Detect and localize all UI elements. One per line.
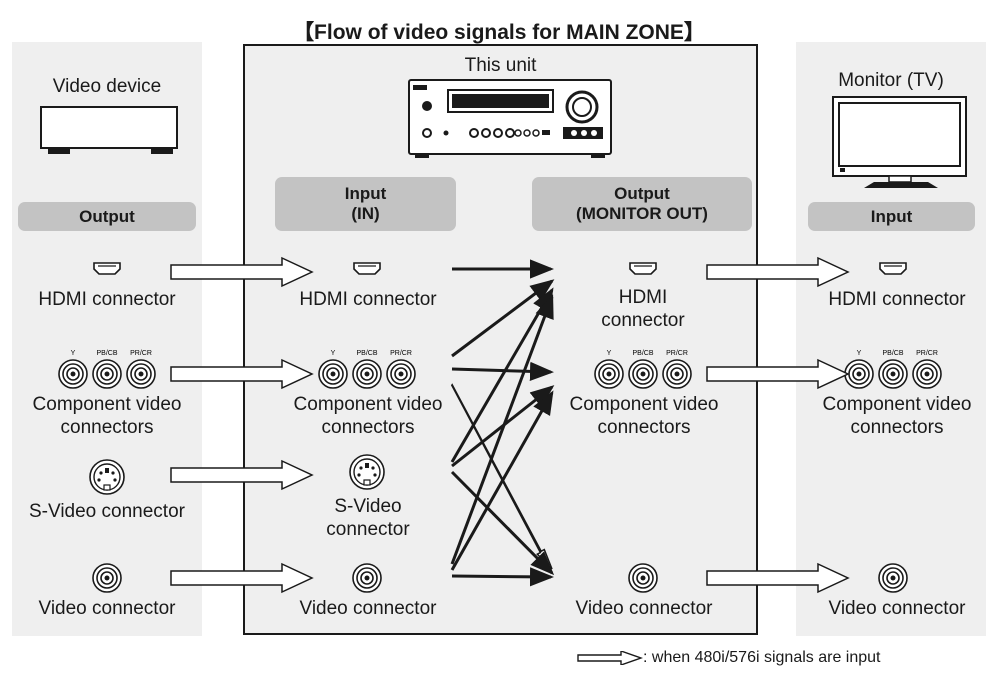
input-svideo-label: S-Video connector (326, 496, 410, 540)
video-device-label: Video device (52, 76, 162, 97)
left-svideo-label: S-Video connector (29, 501, 185, 522)
diagram-title: 【Flow of video signals for MAIN ZONE】 (293, 21, 705, 44)
hdmi-out-arrow (706, 256, 850, 288)
left-video-icon (92, 563, 122, 593)
legend-white-arrow-icon (577, 649, 644, 666)
video-to-component-arrow (450, 390, 554, 571)
right-component-label: Component video connectors (822, 394, 972, 438)
video-device-icon (40, 106, 178, 154)
right-component-icon (845, 350, 941, 388)
right-video-icon (878, 563, 908, 593)
monitor-label: Monitor (TV) (838, 70, 944, 91)
input-video-label: Video connector (299, 598, 437, 619)
left-hdmi-icon (93, 262, 121, 275)
input-component-icon (319, 350, 415, 388)
input-video-icon (352, 563, 382, 593)
output-header: Output (MONITOR OUT) (532, 177, 752, 231)
right-input-header: Input (808, 202, 975, 231)
video-out-arrow (706, 562, 850, 594)
hdmi-in-arrow (170, 256, 314, 288)
svideo-to-video-arrow (450, 470, 555, 576)
component-to-component-arrow (451, 361, 554, 381)
video-to-video-arrow (451, 567, 554, 587)
left-output-header: Output (18, 202, 196, 231)
video-to-hdmi-arrow (450, 294, 554, 565)
legend-text: : when 480i/576i signals are input (643, 649, 881, 666)
input-header: Input (IN) (275, 177, 456, 231)
monitor-tv-icon (832, 96, 967, 188)
left-svideo-icon (89, 459, 125, 495)
right-hdmi-label: HDMI connector (828, 289, 966, 310)
svideo-to-hdmi-arrow (450, 287, 554, 463)
output-video-icon (628, 563, 658, 593)
av-receiver-icon (408, 79, 612, 158)
right-video-label: Video connector (828, 598, 966, 619)
left-video-label: Video connector (38, 598, 176, 619)
left-hdmi-label: HDMI connector (38, 289, 176, 310)
output-hdmi-icon (629, 262, 657, 275)
output-hdmi-label: HDMI connector (601, 287, 685, 331)
legend: : when 480i/576i signals are input (577, 649, 881, 667)
output-component-label: Component video connectors (569, 394, 719, 438)
left-component-label: Component video connectors (32, 394, 182, 438)
video-in-arrow (170, 562, 314, 594)
right-hdmi-icon (879, 262, 907, 275)
component-out-arrow (706, 358, 850, 390)
component-in-arrow (170, 358, 314, 390)
input-component-label: Component video connectors (293, 394, 443, 438)
svideo-in-arrow (170, 459, 314, 491)
input-svideo-icon (349, 454, 385, 490)
left-component-icon (59, 350, 155, 388)
output-video-label: Video connector (575, 598, 713, 619)
input-hdmi-label: HDMI connector (299, 289, 437, 310)
output-component-icon (595, 350, 691, 388)
input-hdmi-icon (353, 262, 381, 275)
this-unit-label: This unit (464, 55, 537, 76)
